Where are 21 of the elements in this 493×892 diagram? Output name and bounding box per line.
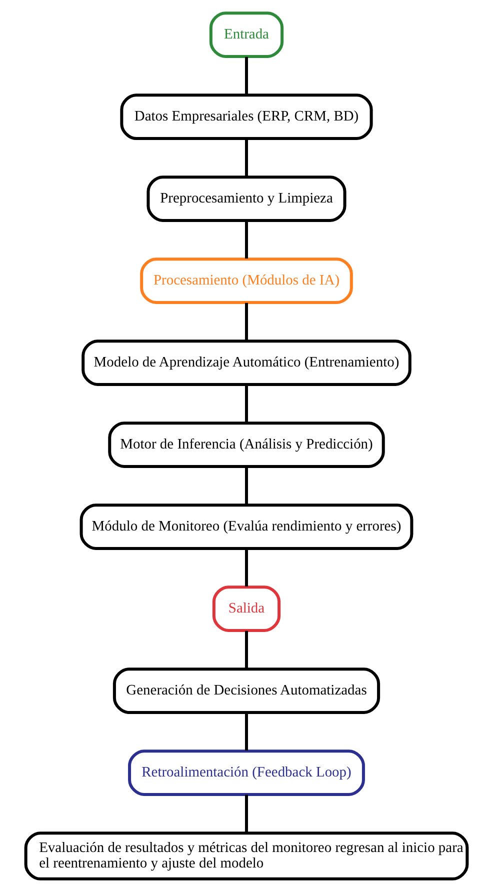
node-box: Procesamiento (Módulos de IA) [140,258,353,304]
node-box: Evaluación de resultados y métricas del monitoreo regresan al inicio para el reentrenamiento y ajuste del modelo [24,832,469,880]
node-box: Salida [212,586,281,632]
node-box: Motor de Inferencia (Análisis y Predicción) [108,422,385,468]
node-box: Preprocesamiento y Limpieza [146,176,346,222]
connector [245,384,248,423]
node-box: Generación de Decisiones Automatizadas [112,668,380,714]
connector [245,466,248,505]
node-box: Entrada [209,12,284,58]
connector [245,630,248,669]
connector [245,548,248,587]
connector [245,712,248,751]
node-box: Módulo de Monitoreo (Evalúa rendimiento y errores) [80,504,414,550]
connector [245,302,248,341]
connector [245,138,248,177]
connector [245,220,248,259]
connector [245,56,248,95]
connector [245,794,248,833]
node-box: Retroalimentación (Feedback Loop) [128,750,365,796]
node-box: Modelo de Aprendizaje Automático (Entrenamiento) [82,340,412,386]
node-box: Datos Empresariales (ERP, CRM, BD) [120,94,373,140]
